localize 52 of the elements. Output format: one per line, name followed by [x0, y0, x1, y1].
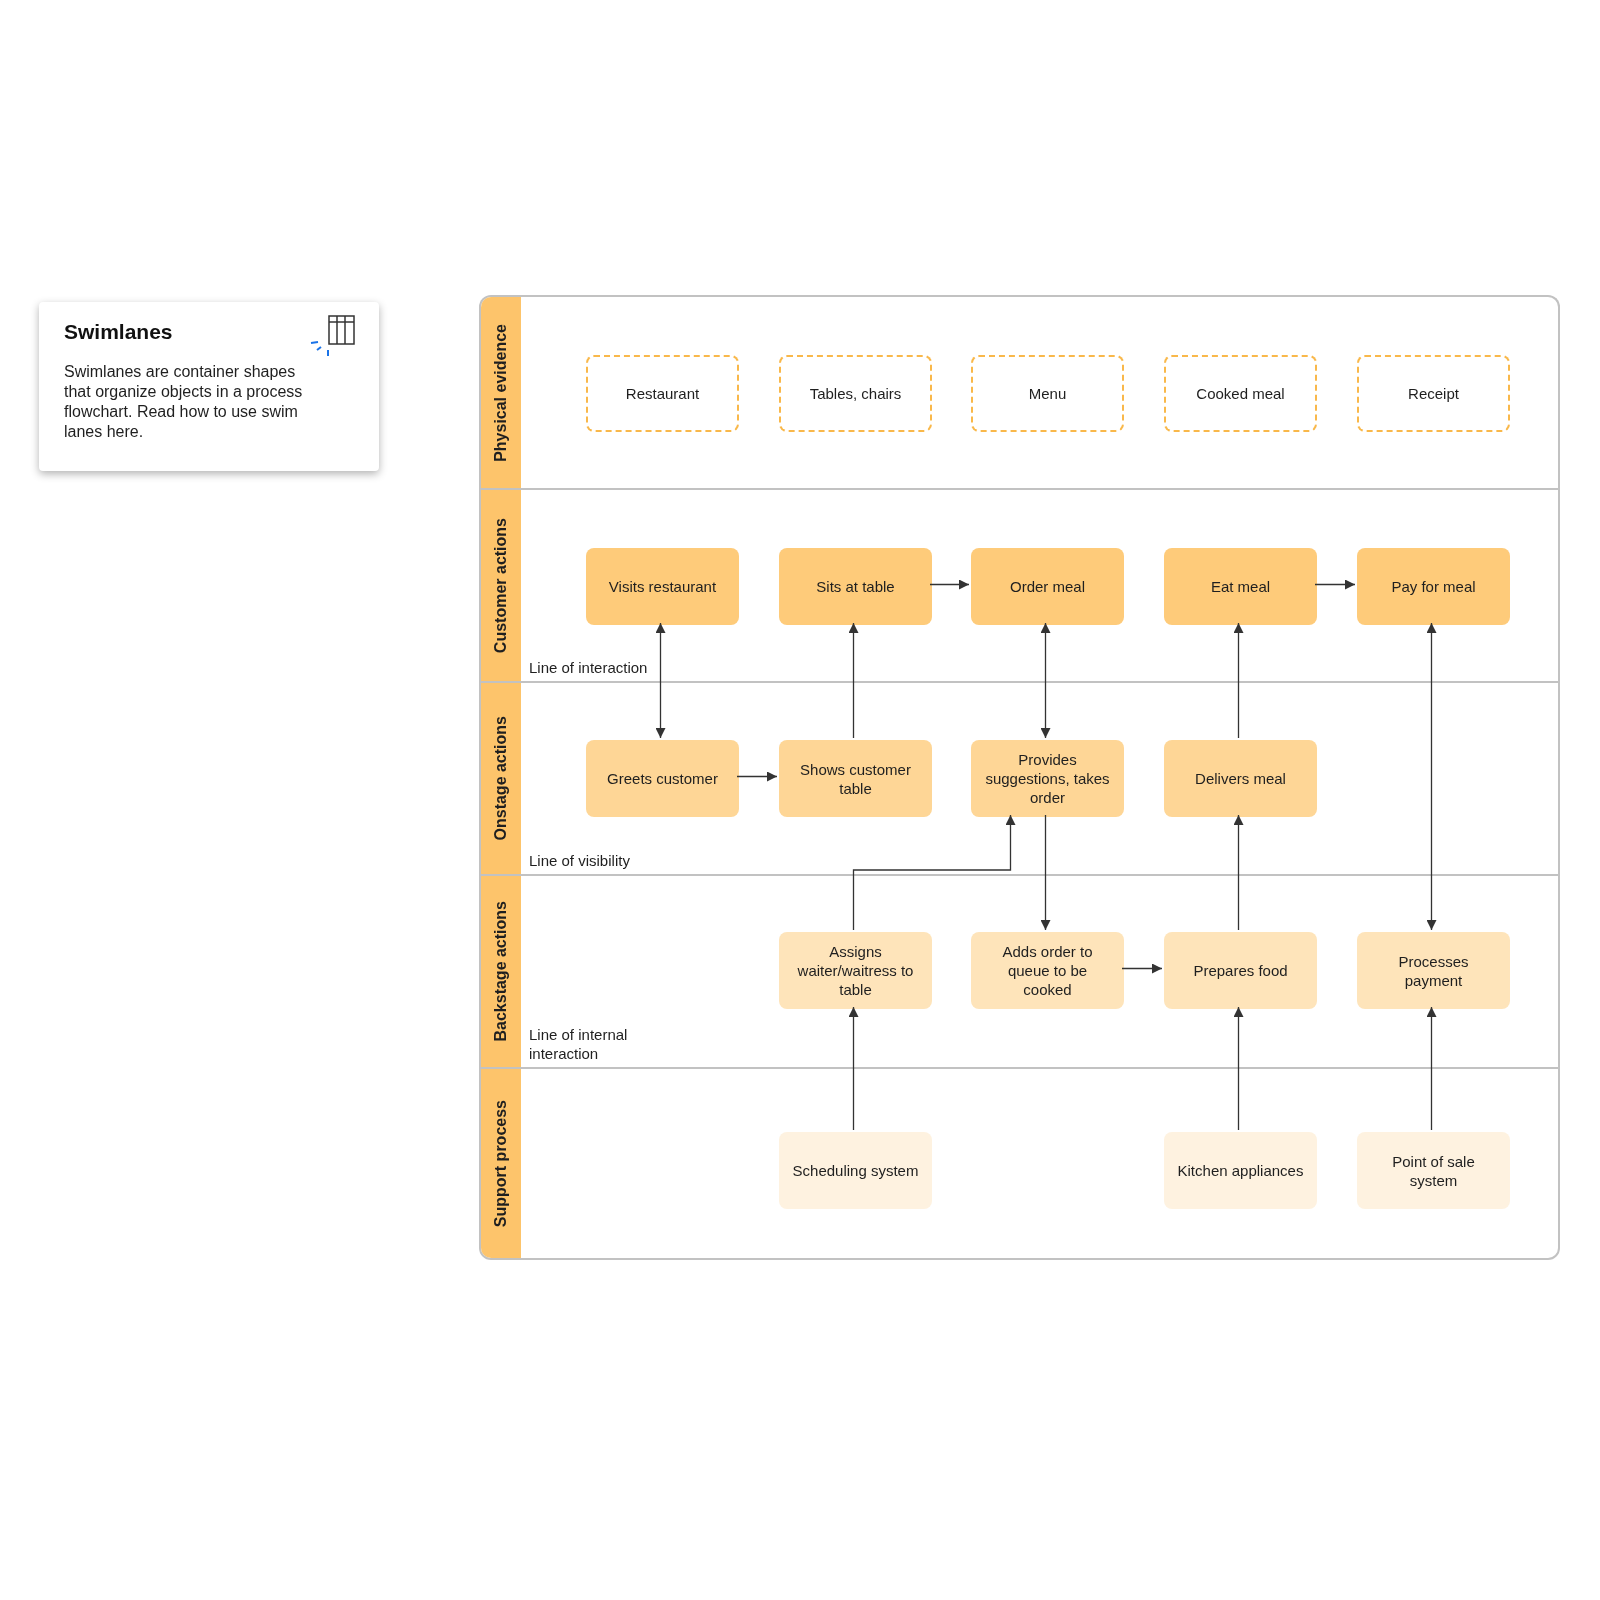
arrow: [1233, 622, 1244, 739]
arrow: [929, 579, 970, 590]
dashed-box: Cooked meal: [1164, 355, 1317, 432]
process-box: Pay for meal: [1357, 548, 1510, 625]
arrow: [1040, 622, 1051, 739]
arrow: [1121, 963, 1163, 974]
arrow: [1426, 1006, 1437, 1131]
arrow: [1233, 814, 1244, 931]
swimlane: [479, 488, 1560, 681]
swimlane: [479, 681, 1560, 874]
arrow: [852, 814, 1016, 931]
arrow: [1314, 579, 1356, 590]
process-box: Sits at table: [779, 548, 932, 625]
boundary-line-label: Line of interaction: [529, 658, 649, 677]
process-box: Order meal: [971, 548, 1124, 625]
card-description: Swimlanes are container shapes that organize objects in a process flowchart. Read how to use swim lanes here.: [64, 362, 304, 442]
arrow: [848, 1006, 859, 1131]
boundary-line-label: Line of internal interaction: [529, 1025, 629, 1063]
lane-title: Backstage actions: [491, 901, 510, 1042]
arrow: [1426, 622, 1437, 931]
process-box: Eat meal: [1164, 548, 1317, 625]
swimlane: [479, 1067, 1560, 1260]
process-box: Adds order to queue to be cooked: [971, 932, 1124, 1009]
arrow: [655, 622, 666, 739]
dashed-box: Tables, chairs: [779, 355, 932, 432]
arrow: [1040, 814, 1051, 931]
lane-title: Customer actions: [491, 517, 510, 654]
card-title: Swimlanes: [64, 319, 173, 345]
process-box: Prepares food: [1164, 932, 1317, 1009]
dashed-box: Restaurant: [586, 355, 739, 432]
process-box: Delivers meal: [1164, 740, 1317, 817]
process-box: Kitchen appliances: [1164, 1132, 1317, 1209]
process-box: Greets customer: [586, 740, 739, 817]
process-box: Provides suggestions, takes order: [971, 740, 1124, 817]
info-card: [39, 302, 379, 471]
process-box: Point of sale system: [1357, 1132, 1510, 1209]
process-box: Assigns waiter/waitress to table: [779, 932, 932, 1009]
dashed-box: Menu: [971, 355, 1124, 432]
process-box: Processes payment: [1357, 932, 1510, 1009]
arrow: [1233, 1006, 1244, 1131]
swimlane: [479, 295, 1560, 488]
dashed-box: Receipt: [1357, 355, 1510, 432]
process-box: Visits restaurant: [586, 548, 739, 625]
lane-title: Support process: [491, 1099, 510, 1228]
boundary-line-label: Line of visibility: [529, 851, 631, 870]
swimlane: [479, 874, 1560, 1067]
process-box: Shows customer table: [779, 740, 932, 817]
arrow: [736, 771, 778, 782]
process-box: Scheduling system: [779, 1132, 932, 1209]
arrow: [848, 622, 859, 739]
lane-title: Onstage actions: [491, 716, 510, 841]
lane-title: Physical evidence: [491, 323, 510, 462]
